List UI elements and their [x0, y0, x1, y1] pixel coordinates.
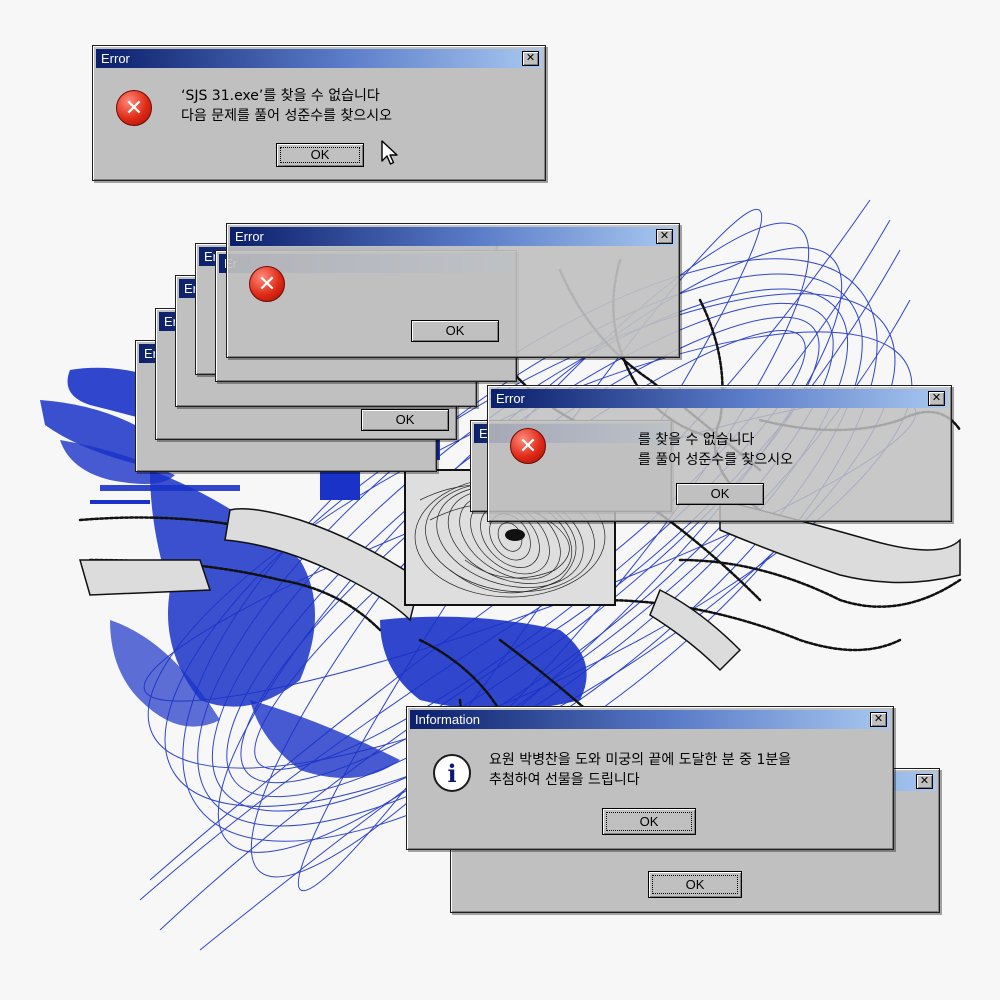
error-message-line-2: 다음 문제를 풀어 성준수를 찾으시오 [181, 108, 392, 124]
dialog-title: E [479, 426, 488, 441]
information-dialog: Information ✕ i 요원 박병찬을 도와 미궁의 끝에 도달한 분 … [406, 706, 894, 850]
mouse-pointer-icon [381, 140, 398, 165]
dialog-title: Er [164, 314, 177, 329]
ok-button[interactable]: OK [648, 871, 742, 898]
close-button[interactable]: ✕ [870, 712, 887, 727]
error-dialog-top: Error ✕ ✕ ‘SJS 31.exe’를 찾을 수 없습니다 다음 문제를… [92, 45, 546, 181]
ok-button[interactable]: OK [276, 143, 364, 167]
error-dialog-middle: Error ✕ ✕ OK [226, 223, 680, 358]
dialog-title: Er [204, 249, 217, 264]
dialog-title: Information [415, 712, 481, 727]
information-icon: i [433, 754, 471, 792]
dialog-title: Er [144, 346, 157, 361]
error-message-line-1: 를 찾을 수 없습니다 [638, 432, 755, 448]
error-message-line-2: 를 풀어 성준수를 찾으시오 [638, 452, 794, 468]
info-message-line-1: 요원 박병찬을 도와 미궁의 끝에 도달한 분 중 1분을 [489, 752, 792, 768]
ok-button[interactable]: OK [602, 808, 696, 835]
close-button[interactable]: ✕ [928, 391, 945, 406]
dialog-title: Error [101, 51, 130, 66]
dialog-title: Error [235, 229, 264, 244]
ok-button[interactable]: OK [676, 483, 764, 505]
close-button[interactable]: ✕ [656, 229, 673, 244]
info-message-line-2: 추첨하여 선물을 드립니다 [489, 772, 640, 788]
error-icon: ✕ [116, 90, 152, 126]
error-icon: ✕ [510, 428, 546, 464]
ok-button[interactable]: OK [411, 320, 499, 342]
close-button[interactable]: ✕ [916, 774, 933, 789]
dialog-title: Error [496, 391, 525, 406]
ok-button[interactable]: OK [361, 409, 449, 431]
error-message-line-1: ‘SJS 31.exe’를 찾을 수 없습니다 [181, 88, 380, 104]
close-button[interactable]: ✕ [522, 51, 539, 66]
dialog-title: Er [184, 281, 197, 296]
error-dialog-right: Error ✕ ✕ 를 찾을 수 없습니다 를 풀어 성준수를 찾으시오 OK [487, 385, 952, 522]
error-icon: ✕ [249, 266, 285, 302]
